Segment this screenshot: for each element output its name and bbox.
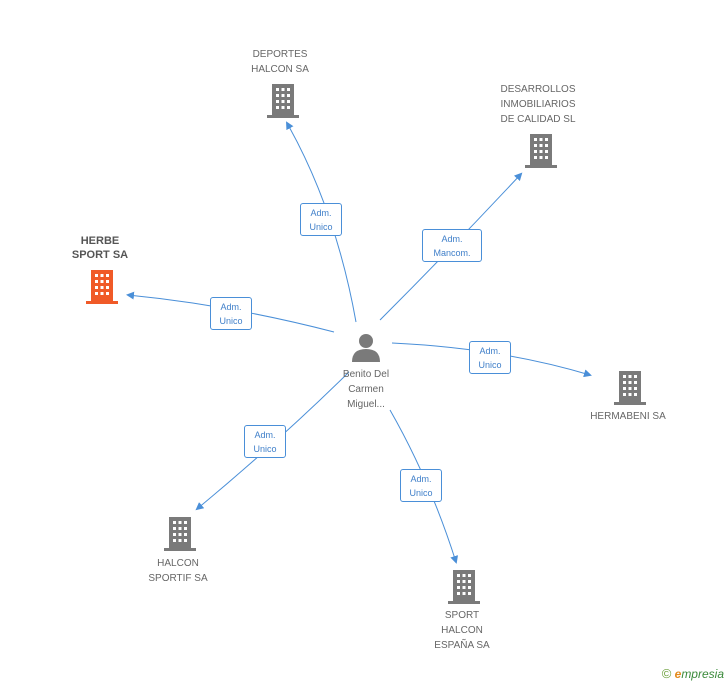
role-tag-sportif[interactable]: Adm. Unico — [244, 425, 286, 458]
company-label-desarrollos[interactable]: DESARROLLOS INMOBILIARIOS DE CALIDAD SL — [500, 84, 576, 125]
building-icon[interactable] — [86, 270, 118, 309]
building-icon[interactable] — [525, 134, 557, 173]
building-icon-deportes — [267, 84, 299, 118]
person-name[interactable]: Benito Del Carmen Miguel... — [342, 369, 390, 410]
company-label-hermabeni[interactable]: HERMABENI SA — [590, 411, 666, 422]
building-icon[interactable] — [164, 517, 196, 556]
building-icon[interactable] — [614, 371, 646, 410]
role-tag-espana[interactable]: Adm. Unico — [400, 469, 442, 502]
building-icon-espana — [448, 570, 480, 604]
company-label-deportes[interactable]: DEPORTES HALCON SA — [251, 49, 309, 75]
role-tag-herbe[interactable]: Adm. Unico — [210, 297, 252, 330]
building-icon-herbe — [86, 270, 118, 304]
person-icon[interactable] — [350, 332, 382, 367]
brand-logo: empresia — [674, 667, 724, 681]
company-label-herbe[interactable]: HERBE SPORT SA — [71, 235, 129, 261]
company-label-sportif[interactable]: HALCON SPORTIF SA — [148, 558, 208, 584]
brand-footer[interactable]: © empresia — [662, 666, 724, 681]
building-icon-hermabeni — [614, 371, 646, 405]
building-icon-sportif — [164, 517, 196, 551]
building-icon-desarrollos — [525, 134, 557, 168]
building-icon[interactable] — [267, 84, 299, 123]
role-tag-hermabeni[interactable]: Adm. Unico — [469, 341, 511, 374]
company-label-espana[interactable]: SPORT HALCON ESPAÑA SA — [434, 610, 490, 651]
role-tag-desarrollos[interactable]: Adm. Mancom. — [422, 229, 482, 262]
copyright-symbol: © — [661, 666, 672, 681]
building-icon[interactable] — [448, 570, 480, 609]
role-tag-deportes[interactable]: Adm. Unico — [300, 203, 342, 236]
